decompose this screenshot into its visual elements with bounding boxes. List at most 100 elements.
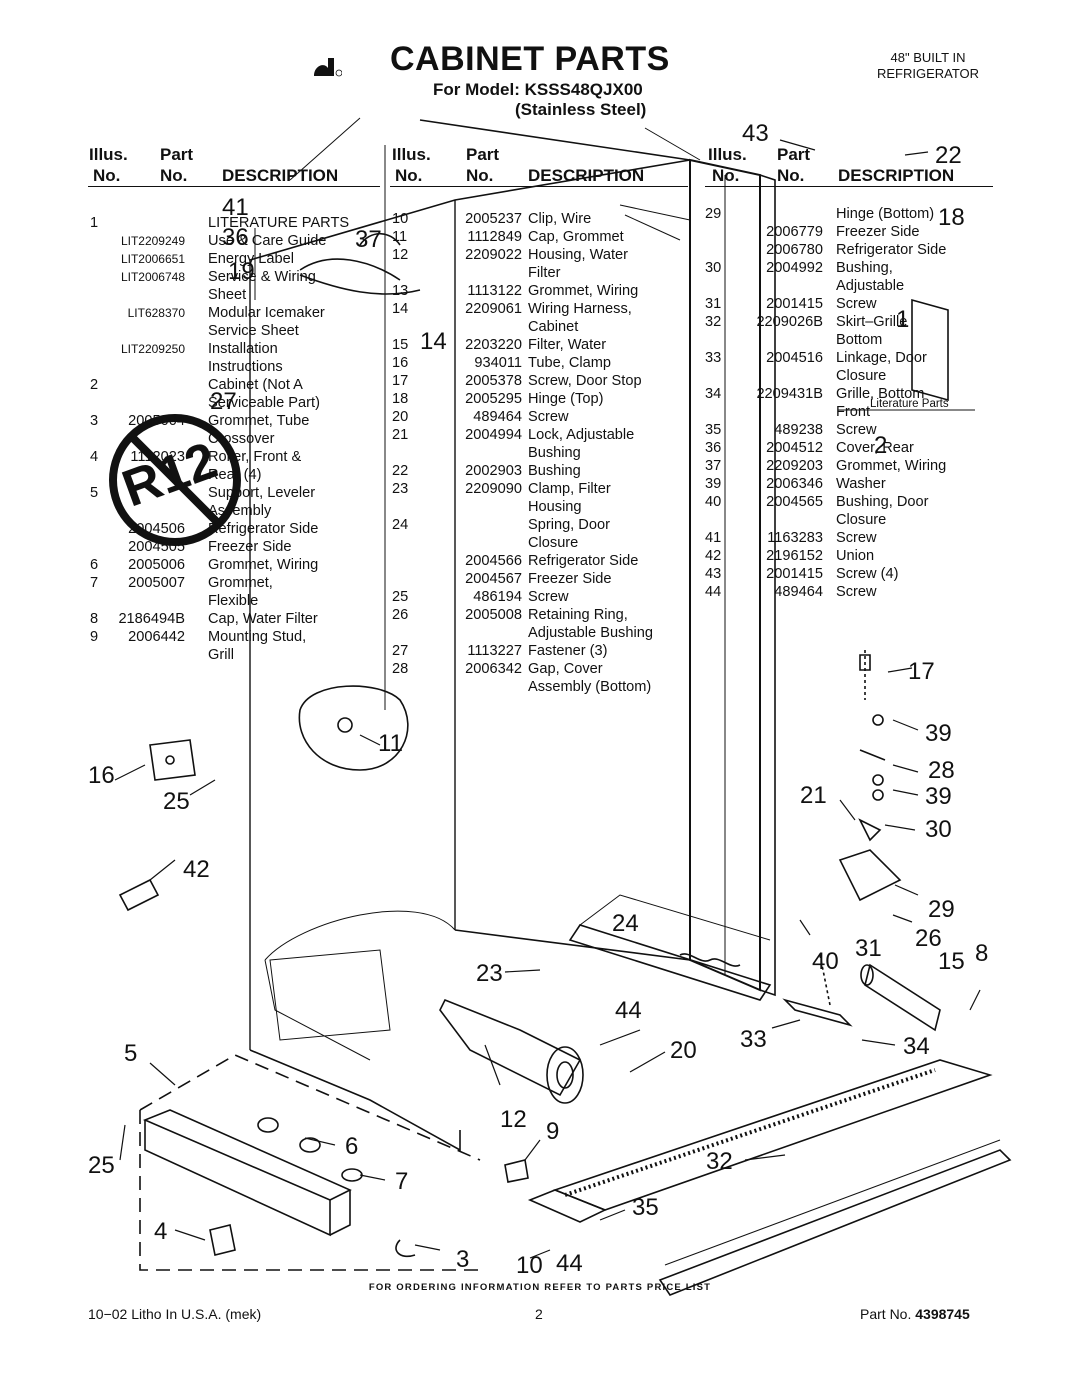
part-number-label: Part No. — [860, 1306, 912, 1322]
parts-row: Bushing — [392, 444, 692, 462]
illus-no: 12 — [392, 247, 409, 263]
part-no: 486194 — [473, 589, 522, 605]
illus-no: 34 — [705, 386, 722, 402]
illus-no: 10 — [392, 211, 409, 227]
brand-logo-icon — [314, 58, 342, 77]
part-description: Closure — [836, 512, 887, 528]
parts-row: Flexible — [90, 592, 380, 610]
illus-no: 31 — [705, 296, 722, 312]
part-description: Mounting Stud, — [208, 629, 307, 645]
part-no: 2203220 — [465, 337, 522, 353]
part-description: Cap, Water Filter — [208, 611, 318, 627]
part-description: Grommet, Wiring — [208, 557, 319, 573]
part-description: Energy Label — [208, 251, 295, 267]
illus-no: 22 — [392, 463, 409, 479]
callout-12: 12 — [500, 1106, 527, 1133]
callout-23: 23 — [476, 960, 503, 987]
parts-row: Housing — [392, 498, 692, 516]
part-no: 2004512 — [766, 440, 823, 456]
part-no: 2001415 — [766, 566, 823, 582]
illus-no-header: No. — [93, 166, 121, 185]
part-description: Use & Care Guide — [208, 233, 327, 249]
model-line: For Model: KSSS48QJX00 — [433, 80, 643, 99]
part-description: Linkage, Door — [836, 350, 927, 366]
callout-6: 6 — [345, 1133, 359, 1160]
part-description: Spring, Door — [528, 517, 610, 533]
part-description: Closure — [528, 535, 579, 551]
illus-no: 18 — [392, 391, 409, 407]
parts-row: Serviceable Part) — [90, 394, 380, 412]
callout-25: 25 — [88, 1152, 115, 1179]
part-no: 2005006 — [128, 557, 185, 573]
part-description: Cabinet (Not A — [208, 377, 303, 393]
callout-34: 34 — [903, 1033, 930, 1060]
part-description: Clip, Wire — [528, 211, 592, 227]
part-no: 2004566 — [465, 553, 522, 569]
parts-row: Assembly — [90, 502, 380, 520]
illus-no: 39 — [705, 476, 722, 492]
illus-no: 26 — [392, 607, 409, 623]
callout-41: 41 — [222, 194, 249, 221]
illus-no: 20 — [392, 409, 409, 425]
part-no: 489464 — [774, 584, 823, 600]
part-no: 2006342 — [465, 661, 522, 677]
illus-no: 21 — [392, 427, 409, 443]
part-no: 2209026B — [756, 314, 823, 330]
part-description: LITERATURE PARTS — [208, 215, 350, 231]
illus-header: Illus. — [392, 145, 431, 164]
part-description: Cap, Grommet — [528, 229, 624, 245]
callout-32: 32 — [706, 1148, 733, 1175]
part-no: 489464 — [473, 409, 522, 425]
part-no: 2006346 — [766, 476, 823, 492]
callout-4: 4 — [154, 1218, 168, 1245]
illus-no-header: No. — [712, 166, 740, 185]
parts-row: Adjustable Bushing — [392, 624, 692, 642]
callout-3: 3 — [456, 1246, 470, 1273]
part-no: 2005007 — [128, 575, 185, 591]
callout-9: 9 — [546, 1118, 560, 1145]
parts-row: 2 Cabinet (Not A — [90, 376, 380, 394]
part-description: Screw — [528, 409, 569, 425]
part-description: Clamp, Filter — [528, 481, 611, 497]
illus-no: 15 — [392, 337, 409, 353]
part-no: 2001415 — [766, 296, 823, 312]
callout-16: 16 — [88, 762, 115, 789]
part-description: Cabinet — [528, 319, 579, 335]
part-no: 2004567 — [465, 571, 522, 587]
part-description: Refrigerator Side — [528, 553, 639, 569]
part-header: Part — [466, 145, 500, 164]
callout-14: 14 — [420, 328, 447, 355]
illus-no: 2 — [90, 377, 99, 393]
part-no: 1112849 — [467, 229, 522, 245]
parts-row: Bottom — [705, 331, 995, 349]
part-description: Housing — [528, 499, 582, 515]
parts-row: Rear (4) — [90, 466, 380, 484]
part-no: 2004994 — [465, 427, 522, 443]
illus-no: 6 — [90, 557, 99, 573]
callout-26: 26 — [915, 925, 942, 952]
part-description: Sheet — [208, 287, 247, 303]
part-description: Lock, Adjustable — [528, 427, 635, 443]
part-description: Union — [836, 548, 875, 564]
part-description: Flexible — [208, 593, 259, 609]
part-description: Grille, Bottom — [836, 386, 925, 402]
illus-no: 16 — [392, 355, 409, 371]
callout-39: 39 — [925, 783, 952, 810]
illus-no: 4 — [90, 449, 99, 465]
header-rule — [88, 186, 380, 187]
